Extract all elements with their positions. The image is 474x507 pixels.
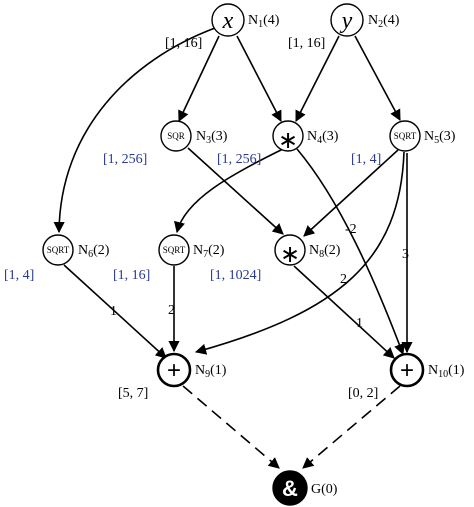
node-n4-label: N4(3) <box>307 129 339 146</box>
edge-n1-n4 <box>236 35 282 122</box>
node-n3-symbol: SQR <box>167 131 185 141</box>
edge-n5-n8 <box>303 149 399 237</box>
node-n7-range: [1, 16] <box>113 268 150 283</box>
edge-weight-n5-n10: 3 <box>402 247 409 262</box>
node-g-symbol: & <box>282 476 298 501</box>
node-n7-circle <box>158 234 190 266</box>
edge-weights: -2 2 3 1 2 1 <box>110 222 409 331</box>
node-n5-circle <box>389 120 421 152</box>
node-g-label: G(0) <box>311 482 338 497</box>
node-n5-range: [1, 4] <box>351 152 381 167</box>
edge-n1-n3 <box>178 35 220 123</box>
edge-weight-n4-n10: -2 <box>345 222 357 237</box>
node-n3-range: [1, 256] <box>103 152 147 167</box>
node-n1-label: N1(4) <box>248 13 280 30</box>
edge-n2-n4 <box>295 35 340 122</box>
node-n3-circle <box>160 120 192 152</box>
edge-weight-n7-n9: 2 <box>168 303 175 318</box>
edge-weight-n6-n9: 1 <box>110 304 117 319</box>
node-n1: x N1(4) [1, 16] <box>165 3 280 51</box>
edges <box>53 27 413 469</box>
node-g: & G(0) <box>272 470 338 506</box>
node-n8: ∗ N8(2) [1, 1024] <box>210 234 341 283</box>
node-n1-symbol: x <box>222 8 234 34</box>
node-n6: SQRT N6(2) [1, 4] <box>4 234 110 283</box>
edge-n6-n9 <box>63 264 167 359</box>
node-n8-symbol: ∗ <box>280 241 300 268</box>
node-n7-symbol: SQRT <box>163 245 186 255</box>
node-n7: SQRT N7(2) [1, 16] <box>113 234 225 283</box>
edge-n9-g <box>182 385 280 469</box>
node-n6-label: N6(2) <box>78 243 110 260</box>
node-n10-circle <box>389 352 425 388</box>
node-n2-symbol: y <box>340 8 353 34</box>
node-n8-range: [1, 1024] <box>210 268 261 283</box>
edge-n3-n8 <box>187 147 284 235</box>
node-n9-circle <box>156 352 192 388</box>
node-n6-symbol: SQRT <box>47 245 70 255</box>
node-n10-range: [0, 2] <box>348 386 378 401</box>
node-n8-label: N8(2) <box>309 243 341 260</box>
node-n4-circle <box>272 120 304 152</box>
node-n3-label: N3(3) <box>196 129 228 146</box>
node-n9: + N9(1) [5, 7] <box>118 352 227 401</box>
edge-n2-n5 <box>354 35 401 121</box>
node-n2-label: N2(4) <box>368 13 400 30</box>
node-g-circle <box>272 470 308 506</box>
edge-n1-n6 <box>53 27 216 234</box>
node-n4: ∗ N4(3) [1, 256] <box>217 120 339 167</box>
node-n4-range: [1, 256] <box>217 152 261 167</box>
node-n2-range: [1, 16] <box>288 36 325 51</box>
node-n7-label: N7(2) <box>193 243 225 260</box>
edge-n4-n7 <box>174 148 284 234</box>
node-n10-label: N10(1) <box>428 363 465 380</box>
node-n5-label: N5(3) <box>424 129 456 146</box>
node-n3: SQR N3(3) [1, 256] <box>103 120 228 167</box>
node-n6-circle <box>42 234 74 266</box>
node-n10-symbol: + <box>400 357 414 384</box>
node-n2: y N2(4) [1, 16] <box>288 3 400 51</box>
node-n1-circle <box>211 3 245 37</box>
node-n9-label: N9(1) <box>195 363 227 380</box>
edge-weight-n5-n9: 2 <box>340 272 347 287</box>
node-n8-circle <box>274 234 306 266</box>
node-n1-range: [1, 16] <box>165 36 202 51</box>
node-n6-range: [1, 4] <box>4 268 34 283</box>
node-n10: + N10(1) [0, 2] <box>348 352 465 401</box>
node-n2-circle <box>330 3 364 37</box>
edge-n10-g <box>302 385 401 469</box>
node-n5-symbol: SQRT <box>394 131 417 141</box>
node-n5: SQRT N5(3) [1, 4] <box>351 120 456 167</box>
edge-n4-n10 <box>296 148 405 356</box>
edge-n5-n9 <box>194 151 405 355</box>
node-n9-symbol: + <box>167 357 181 384</box>
node-n9-range: [5, 7] <box>118 386 148 401</box>
edge-weight-n8-n10: 1 <box>356 316 363 331</box>
node-n4-symbol: ∗ <box>278 127 298 154</box>
edge-n8-n10 <box>293 265 395 359</box>
